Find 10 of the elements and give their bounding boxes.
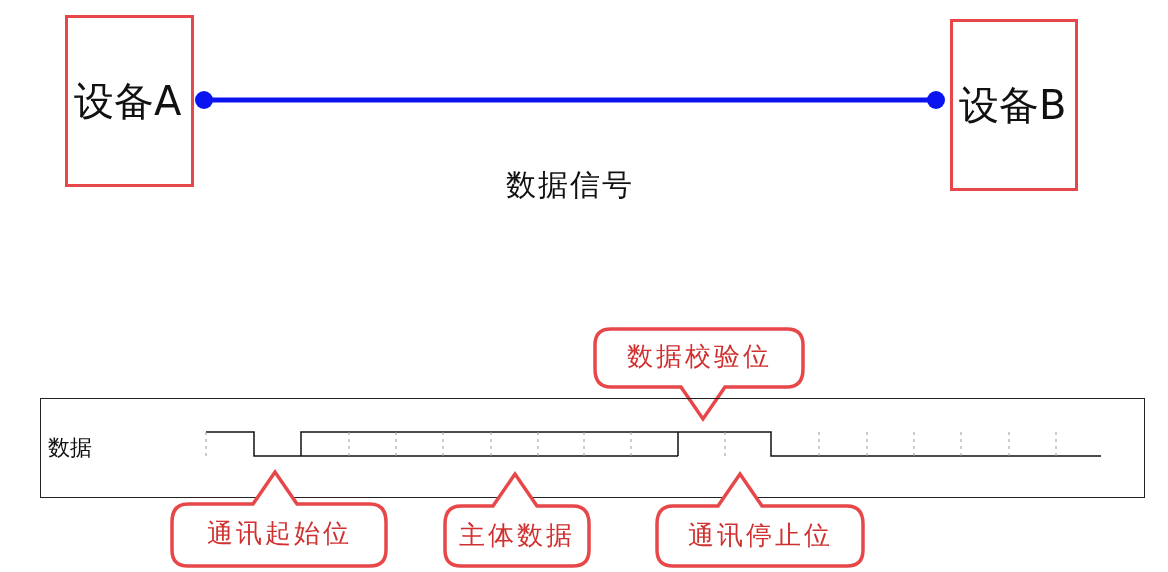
callout-text: 数据校验位	[625, 340, 773, 373]
callout-text: 主体数据	[458, 519, 576, 552]
device-box	[950, 19, 1078, 191]
device-label: 设备A	[73, 76, 182, 126]
signal-name: 数据	[48, 434, 92, 462]
timing-frame	[40, 398, 1145, 498]
device-box	[65, 15, 194, 187]
callout-text: 通讯停止位	[686, 519, 834, 552]
device-label: 设备B	[958, 80, 1067, 130]
callout-text: 通讯起始位	[205, 517, 353, 550]
